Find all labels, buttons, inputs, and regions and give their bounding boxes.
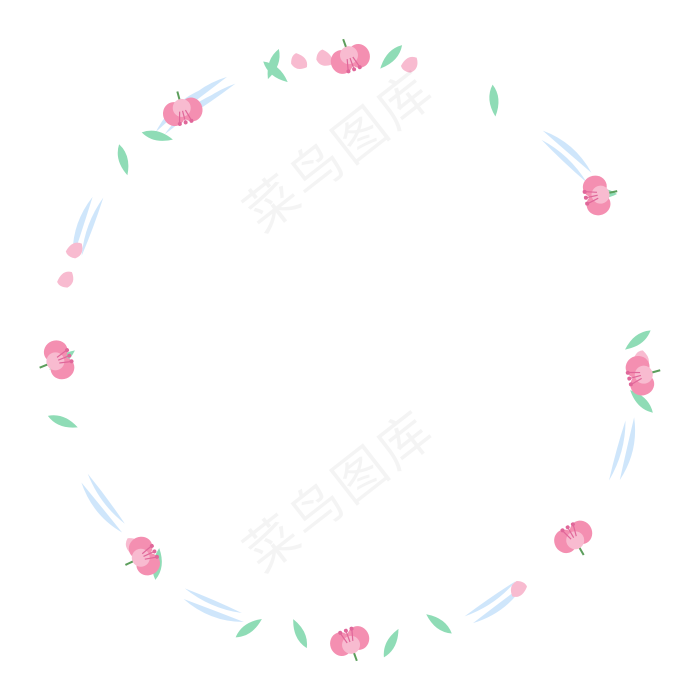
blue-leaf-pair: [81, 473, 125, 533]
pink-flower: [39, 340, 75, 380]
green-leaf: [426, 614, 452, 634]
loose-petal: [510, 580, 527, 597]
blue-leaf-pair: [541, 130, 592, 183]
loose-petal: [57, 271, 74, 288]
flower-group: [39, 38, 661, 662]
green-leaf: [383, 628, 399, 658]
pink-flower: [124, 536, 161, 576]
pink-flower: [554, 520, 593, 556]
green-leaf: [117, 144, 129, 176]
loose-petal: [400, 56, 418, 73]
loose-petal-group: [57, 49, 649, 597]
pink-flower: [330, 38, 370, 74]
pink-flower: [163, 91, 203, 127]
green-leaf: [293, 619, 308, 649]
green-leaf: [235, 618, 262, 638]
loose-petal: [65, 242, 83, 259]
loose-petal: [316, 49, 333, 66]
green-leaf: [141, 130, 173, 141]
leaf-group: [47, 45, 653, 658]
green-leaf: [267, 49, 280, 80]
green-leaf: [380, 45, 403, 69]
green-leaf: [630, 390, 653, 413]
loose-petal: [291, 53, 308, 70]
blue-leaf-pair: [609, 417, 636, 481]
pink-flower: [625, 355, 661, 396]
pink-flower: [330, 626, 370, 662]
green-leaf: [47, 415, 78, 428]
blue-leaf-pair: [183, 588, 244, 623]
green-leaf: [625, 330, 651, 350]
green-leaf: [489, 84, 499, 117]
pink-flower: [582, 175, 618, 216]
